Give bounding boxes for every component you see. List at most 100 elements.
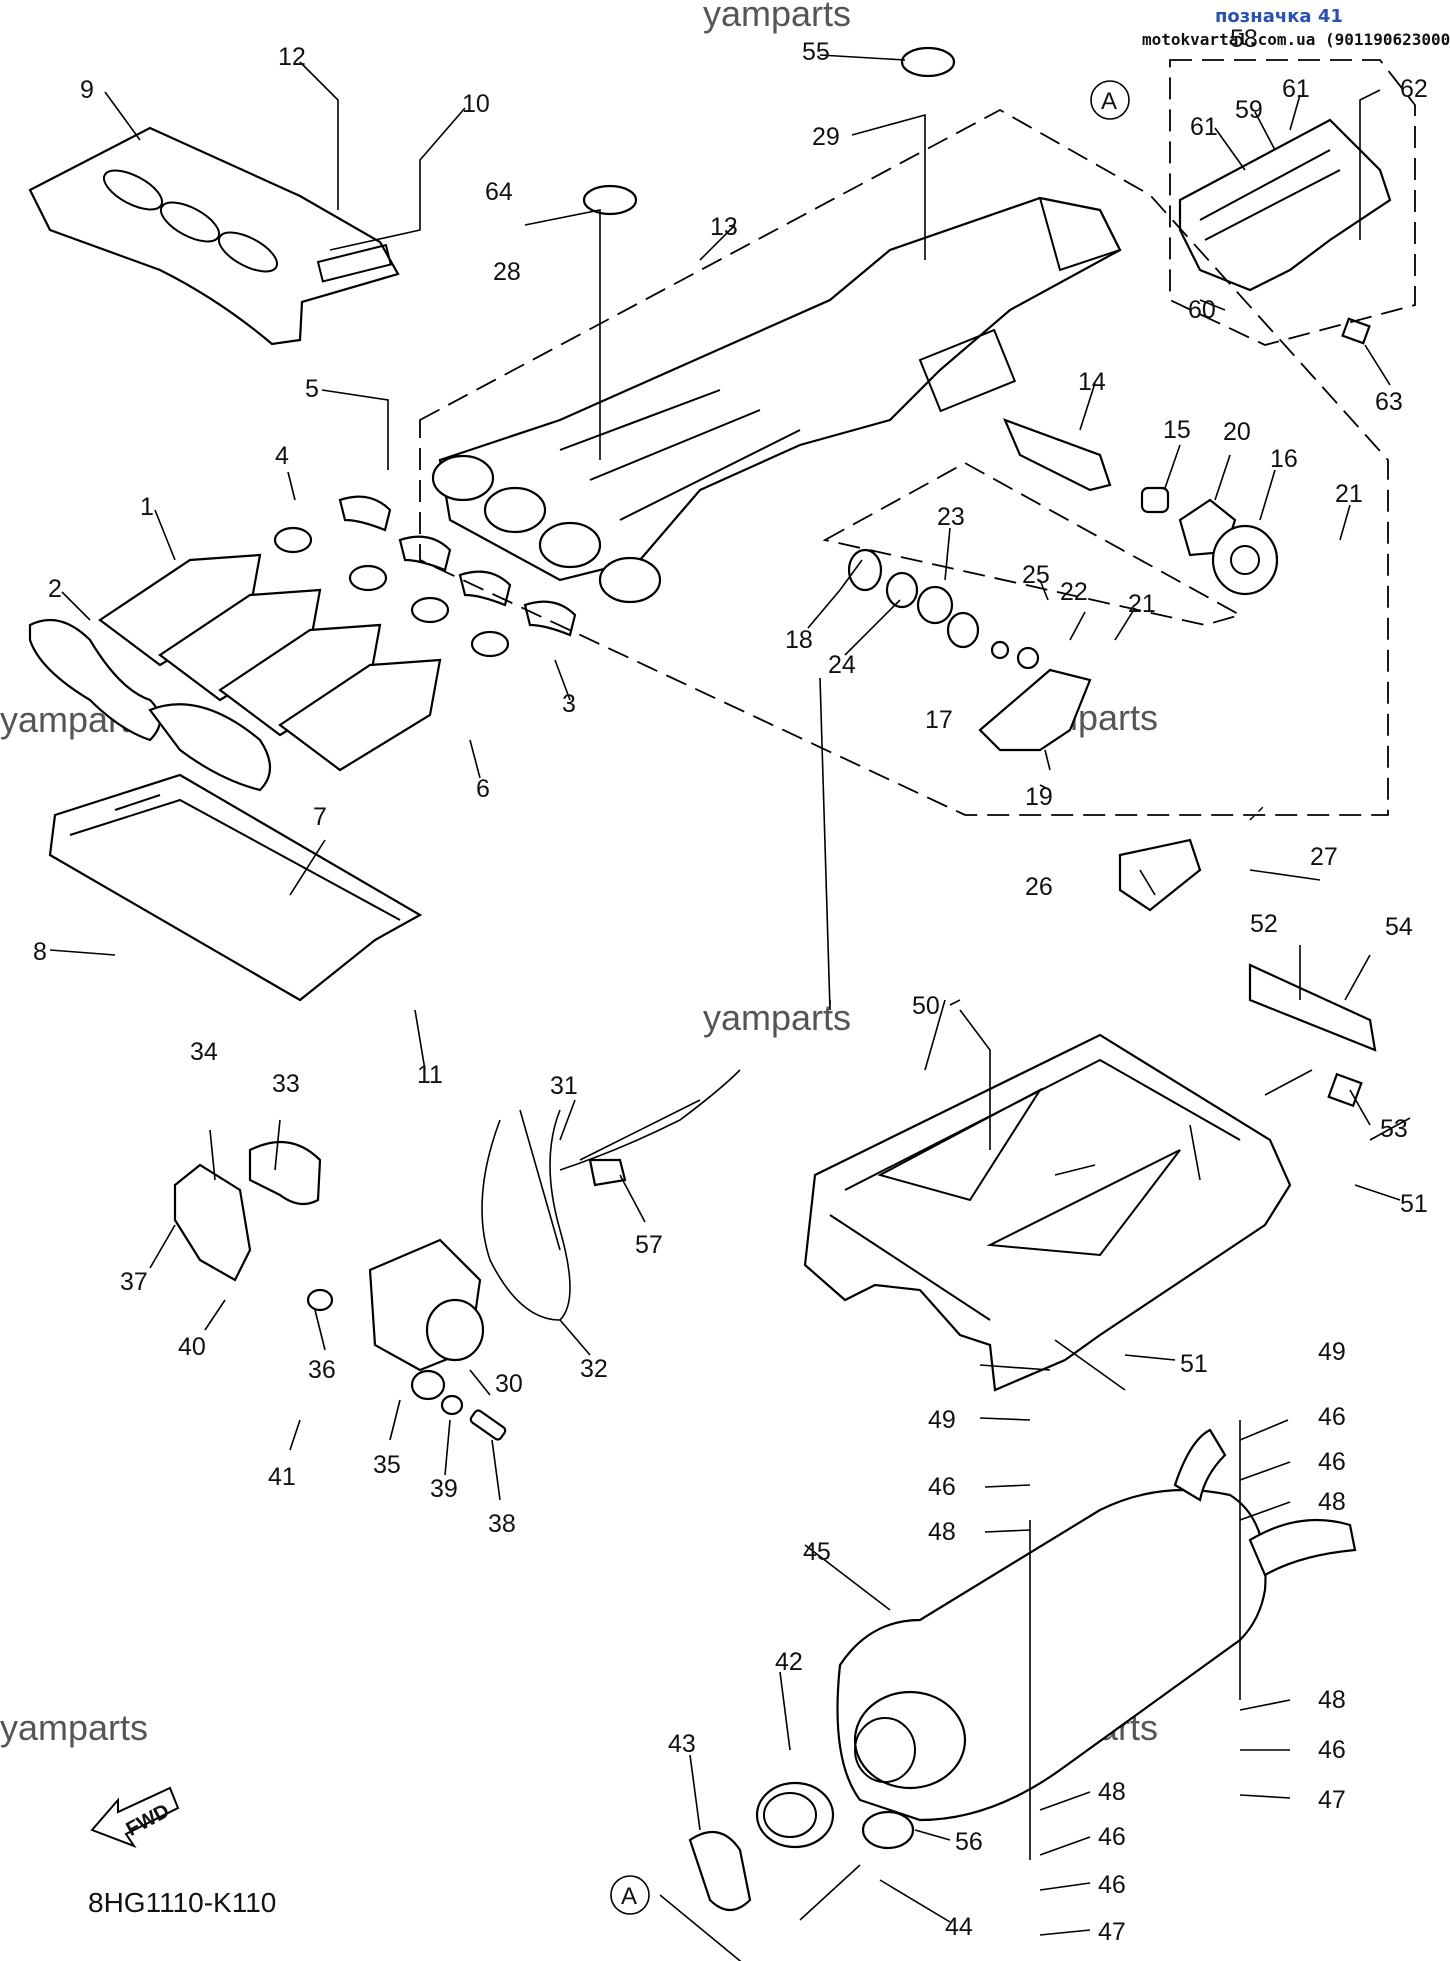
callout-20: 20 — [1223, 418, 1251, 446]
leader-lines — [49, 54, 1411, 1961]
callout-34: 34 — [190, 1038, 218, 1066]
muffler-fittings-part — [688, 1781, 915, 1912]
callout-24: 24 — [828, 651, 856, 679]
callout-13: 13 — [710, 213, 738, 241]
callout-22: 22 — [1060, 578, 1088, 606]
muffler-part — [836, 1428, 1357, 1822]
callout-12: 12 — [278, 43, 306, 71]
callout-15: 15 — [1163, 416, 1191, 444]
callout-30: 30 — [495, 1370, 523, 1398]
diagram-code: 8HG1110-K110 — [88, 1887, 276, 1918]
callout-33: 33 — [272, 1070, 300, 1098]
heat-guard-part — [1178, 118, 1392, 345]
callout-56: 56 — [955, 1828, 983, 1856]
callout-4: 4 — [275, 442, 289, 470]
callout-46: 46 — [928, 1473, 956, 1501]
callout-16: 16 — [1270, 445, 1298, 473]
callout-61: 61 — [1282, 75, 1310, 103]
callout-28: 28 — [493, 258, 521, 286]
callout-35: 35 — [373, 1451, 401, 1479]
callout-62: 62 — [1400, 75, 1428, 103]
callout-46: 46 — [1318, 1403, 1346, 1431]
callout-49: 49 — [1318, 1338, 1346, 1366]
callout-57: 57 — [635, 1231, 663, 1259]
callout-11: 11 — [417, 1061, 443, 1089]
callout-49: 49 — [928, 1406, 956, 1434]
callout-40: 40 — [178, 1333, 206, 1361]
callout-48: 48 — [1318, 1488, 1346, 1516]
heat-shield-part — [28, 126, 400, 346]
callout-46: 46 — [1318, 1736, 1346, 1764]
callout-61: 61 — [1190, 113, 1218, 141]
callout-21: 21 — [1128, 590, 1156, 618]
reference-label: позначка 41 — [1215, 6, 1343, 27]
callout-9: 9 — [80, 76, 94, 104]
mount-bracket-part — [173, 1140, 322, 1282]
callout-10: 10 — [462, 90, 490, 118]
callout-59: 59 — [1235, 96, 1263, 124]
callout-48: 48 — [1098, 1778, 1126, 1806]
callout-17: 17 — [925, 706, 953, 734]
circle-marker-a: A — [610, 1875, 650, 1915]
callout-21: 21 — [1335, 480, 1363, 508]
lower-shield-part — [48, 773, 423, 1002]
watermark: yamparts — [703, 997, 851, 1038]
svg-text:A: A — [621, 1883, 637, 1910]
callout-53: 53 — [1380, 1115, 1408, 1143]
callout-19: 19 — [1025, 783, 1053, 811]
callout-47: 47 — [1098, 1918, 1126, 1946]
callout-14: 14 — [1078, 368, 1106, 396]
callout-29: 29 — [812, 123, 840, 151]
bracket-part — [1248, 963, 1377, 1108]
exhaust-manifold-part — [431, 196, 1122, 604]
muffler-cover-part — [803, 1033, 1292, 1392]
callout-51: 51 — [1180, 1350, 1208, 1378]
callout-54: 54 — [1385, 913, 1413, 941]
callout-48: 48 — [928, 1518, 956, 1546]
cap-part — [900, 46, 956, 78]
callout-48: 48 — [1318, 1686, 1346, 1714]
callout-46: 46 — [1098, 1871, 1126, 1899]
callout-46: 46 — [1318, 1448, 1346, 1476]
svg-text:A: A — [1101, 88, 1117, 115]
callout-63: 63 — [1375, 388, 1403, 416]
callout-50: 50 — [912, 992, 940, 1020]
circle-marker-a: A — [1090, 80, 1130, 120]
callout-18: 18 — [785, 626, 813, 654]
callout-47: 47 — [1318, 1786, 1346, 1814]
callout-60: 60 — [1188, 296, 1216, 324]
callout-55: 55 — [802, 38, 830, 66]
callout-numbers: 1 2 3 4 5 6 7 8 9 10 11 12 13 14 15 16 1… — [33, 25, 1428, 1946]
callout-25: 25 — [1022, 561, 1050, 589]
callout-64: 64 — [485, 178, 513, 206]
callout-3: 3 — [562, 690, 576, 718]
callout-2: 2 — [48, 575, 62, 603]
callout-51: 51 — [1400, 1190, 1428, 1218]
callout-31: 31 — [550, 1072, 578, 1100]
callout-43: 43 — [668, 1730, 696, 1758]
callout-32: 32 — [580, 1355, 608, 1383]
callout-1: 1 — [140, 493, 154, 521]
callout-37: 37 — [120, 1268, 148, 1296]
callout-36: 36 — [308, 1356, 336, 1384]
callout-39: 39 — [430, 1475, 458, 1503]
site-info: motokvartal.com.ua (901190623000) — [1142, 30, 1450, 49]
sensor-cables-part — [368, 1069, 741, 1372]
callout-7: 7 — [313, 803, 327, 831]
callout-42: 42 — [775, 1648, 803, 1676]
forward-arrow-icon: FWD — [90, 1786, 180, 1849]
callout-26: 26 — [1025, 873, 1053, 901]
callout-5: 5 — [305, 375, 319, 403]
callout-44: 44 — [945, 1913, 973, 1941]
assembly-outlines — [419, 59, 1416, 821]
callout-52: 52 — [1250, 910, 1278, 938]
watermark: yamparts — [0, 1707, 148, 1748]
seal-rings-part — [847, 548, 1202, 912]
callout-27: 27 — [1310, 843, 1338, 871]
small-hardware-part — [306, 1288, 507, 1441]
callout-6: 6 — [476, 775, 490, 803]
cap-part — [582, 184, 638, 216]
sensor-bracket-part — [1002, 418, 1279, 596]
callout-8: 8 — [33, 938, 47, 966]
